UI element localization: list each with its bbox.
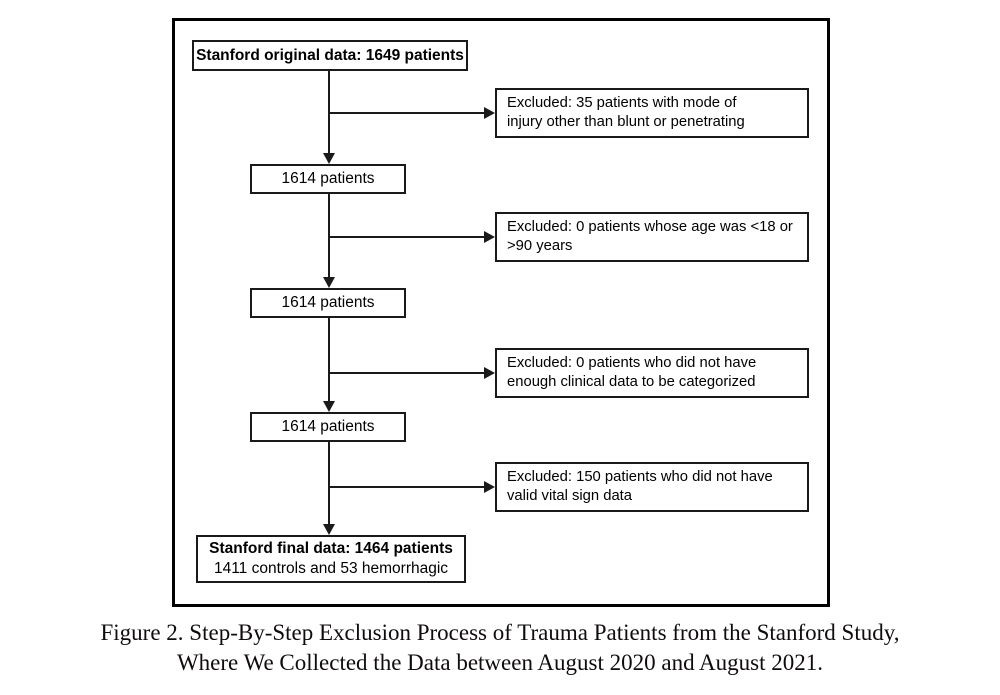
node-exclusion-1: Excluded: 35 patients with mode of injur… <box>495 88 809 138</box>
arrowhead-down-stage2 <box>323 277 335 288</box>
exclusion-line: Excluded: 150 patients who did not have <box>507 469 773 486</box>
node-stanford-original-data: Stanford original data: 1649 patients <box>192 40 468 71</box>
exclusion-line: Excluded: 35 patients with mode of <box>507 95 737 112</box>
node-exclusion-2: Excluded: 0 patients whose age was <18 o… <box>495 212 809 262</box>
caption-line-1: Figure 2. Step-By-Step Exclusion Process… <box>100 620 900 645</box>
figure-caption: Figure 2. Step-By-Step Exclusion Process… <box>0 618 1000 679</box>
node-line: 1614 patients <box>281 294 375 312</box>
connector-stage3-to-final <box>328 442 330 524</box>
node-stage-3: 1614 patients <box>250 412 406 442</box>
connector-stage1-to-stage2 <box>328 194 330 277</box>
arrowhead-right-exclusion-1 <box>484 107 495 119</box>
node-line: 1411 controls and 53 hemorrhagic <box>213 560 449 577</box>
node-exclusion-3: Excluded: 0 patients who did not have en… <box>495 348 809 398</box>
arrowhead-right-exclusion-4 <box>484 481 495 493</box>
arrowhead-down-stage3 <box>323 401 335 412</box>
exclusion-line: injury other than blunt or penetrating <box>507 114 745 130</box>
branch-line-exclusion-4 <box>329 486 484 488</box>
exclusion-line: valid vital sign data <box>507 488 633 504</box>
branch-line-exclusion-2 <box>329 236 484 238</box>
node-stage-1: 1614 patients <box>250 164 406 194</box>
node-stage-2: 1614 patients <box>250 288 406 318</box>
branch-line-exclusion-1 <box>329 112 484 114</box>
connector-stage2-to-stage3 <box>328 318 330 401</box>
exclusion-line: >90 years <box>507 238 573 254</box>
node-stanford-final-data: Stanford final data: 1464 patients 1411 … <box>196 535 466 583</box>
node-line: 1614 patients <box>281 170 375 188</box>
arrowhead-right-exclusion-2 <box>484 231 495 243</box>
arrowhead-down-stage1 <box>323 153 335 164</box>
caption-line-2: Where We Collected the Data between Augu… <box>176 650 824 676</box>
exclusion-line: enough clinical data to be categorized <box>507 374 756 390</box>
node-line: Stanford original data: 1649 patients <box>196 46 464 64</box>
branch-line-exclusion-3 <box>329 372 484 374</box>
exclusion-line: Excluded: 0 patients whose age was <18 o… <box>507 219 793 236</box>
arrowhead-down-final <box>323 524 335 535</box>
node-exclusion-4: Excluded: 150 patients who did not have … <box>495 462 809 512</box>
arrowhead-right-exclusion-3 <box>484 367 495 379</box>
exclusion-line: Excluded: 0 patients who did not have <box>507 355 757 372</box>
node-line: Stanford final data: 1464 patients <box>209 540 453 558</box>
node-line: 1614 patients <box>281 418 375 436</box>
